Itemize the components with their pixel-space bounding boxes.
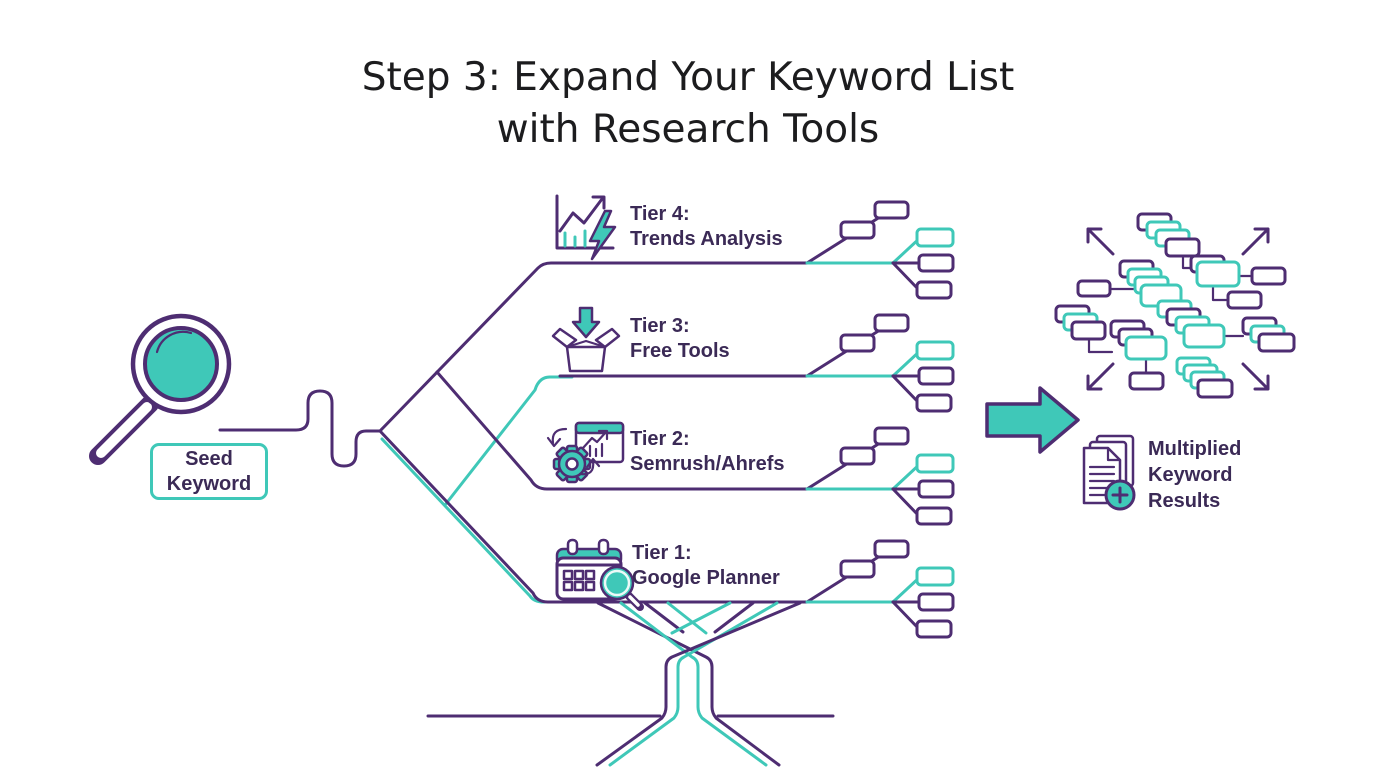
seed-keyword-line1: Seed: [185, 447, 233, 470]
keyword-fan-tier4: [805, 200, 955, 300]
page-title-line1: Step 3: Expand Your Keyword List: [361, 55, 1015, 100]
keyword-box: [1128, 371, 1165, 391]
seed-keyword-box: Seed Keyword: [150, 443, 268, 500]
keyword-box: [1164, 237, 1201, 258]
seed-connector-line: [218, 389, 382, 468]
keyword-box: [1076, 279, 1112, 298]
tier-4-name: Trends Analysis: [630, 228, 783, 250]
gear-analytics-icon: [546, 421, 625, 484]
documents-plus-icon: [1082, 434, 1136, 511]
result-line1: Multiplied: [1148, 438, 1242, 460]
keyword-box: [1195, 260, 1241, 288]
keyword-fan-tier1: [805, 539, 955, 639]
tier-2-label: Tier 2: Semrush/Ahrefs: [630, 427, 785, 477]
result-line3: Results: [1148, 490, 1221, 512]
keyword-box: [1250, 266, 1287, 286]
tier-2-title: Tier 2:: [630, 428, 690, 450]
keyword-box: [1124, 335, 1168, 361]
keyword-box-cascades: [1054, 212, 1296, 399]
tier-3-title: Tier 3:: [630, 315, 690, 337]
tier-4-label: Tier 4: Trends Analysis: [630, 202, 783, 252]
expand-arrows: [1086, 227, 1270, 391]
calendar-search-icon: [555, 538, 644, 611]
trunk-lines: [426, 601, 835, 767]
seed-keyword-line2: Keyword: [166, 472, 252, 495]
page-title-line2: with Research Tools: [496, 107, 880, 152]
keyword-fan-tier2: [805, 426, 955, 526]
big-right-arrow-icon: [985, 386, 1080, 454]
keyword-box: [1196, 378, 1234, 399]
tier-1-label: Tier 1: Google Planner: [632, 541, 780, 591]
magnifying-glass-icon: [89, 313, 232, 465]
keyword-box: [1070, 320, 1107, 341]
multiplied-results-label: Multiplied Keyword Results: [1148, 436, 1241, 514]
tier-branch-lines: [378, 261, 809, 604]
keyword-results-cluster: [1054, 212, 1296, 399]
calendar-grid: [562, 569, 596, 592]
tier-3-name: Free Tools: [630, 340, 730, 362]
page-title: Step 3: Expand Your Keyword List with Re…: [0, 52, 1376, 156]
keyword-box: [1226, 290, 1263, 310]
result-line2: Keyword: [1148, 464, 1233, 486]
tier-1-name: Google Planner: [632, 567, 780, 589]
open-box-download-icon: [551, 306, 621, 373]
keyword-fan-tier3: [805, 313, 955, 413]
tier-4-title: Tier 4:: [630, 203, 690, 225]
keyword-box: [1257, 332, 1296, 353]
trends-chart-lightning-icon: [555, 194, 617, 261]
tier-2-name: Semrush/Ahrefs: [630, 453, 785, 475]
keyword-box: [1182, 323, 1226, 349]
tier-1-title: Tier 1:: [632, 542, 692, 564]
tier-3-label: Tier 3: Free Tools: [630, 314, 730, 364]
